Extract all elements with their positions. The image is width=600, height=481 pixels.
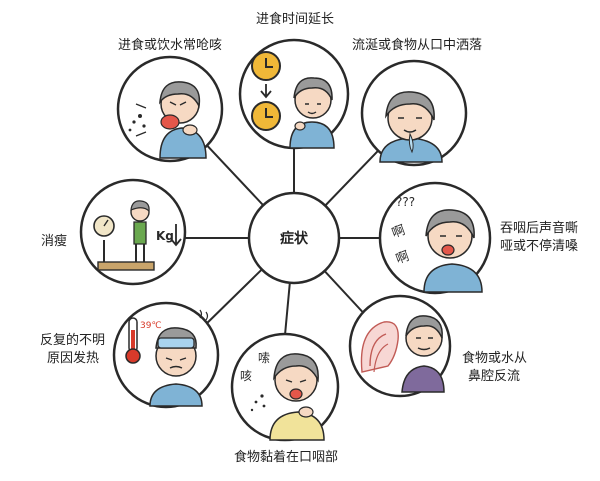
node-drooling — [360, 59, 468, 167]
heat-lines-icon — [199, 309, 209, 321]
question-marks-text: ??? — [396, 195, 415, 209]
label-recurrent-fever-line-1: 反复的不明 — [40, 333, 106, 348]
elderly-woman-hoarse-icon — [423, 209, 483, 293]
label-recurrent-fever-line-2: 原因发热 — [47, 351, 100, 366]
label-choking-cough: 进食或饮水常呛咳 — [118, 38, 223, 53]
cough-text-2: 嗦 — [258, 351, 270, 365]
node-weight-loss: Kg — [79, 178, 187, 286]
label-hoarse-voice-line-2: 哑或不停清嗓 — [500, 239, 579, 254]
center-label: 症状 — [280, 231, 308, 247]
elderly-woman-icon — [289, 77, 335, 149]
kg-label: Kg — [156, 229, 174, 243]
label-nasal-reflux-line-1: 食物或水从 — [462, 351, 528, 366]
elderly-woman-reflux-icon — [401, 315, 445, 393]
cough-text-1: 咳 — [240, 369, 252, 383]
label-hoarse-voice-line-1: 吞咽后声音嘶 — [500, 221, 579, 236]
ah-text-1: 啊 — [390, 223, 407, 242]
ah-text-2: 啊 — [394, 249, 411, 268]
spray-droplets-icon — [250, 394, 266, 412]
node-prolonged-eating — [238, 38, 350, 150]
label-weight-loss: 消瘦 — [41, 234, 68, 249]
clock-icon — [251, 51, 281, 81]
label-food-stuck: 食物黏着在口咽部 — [233, 450, 338, 465]
node-nasal-reflux — [348, 294, 452, 398]
thin-person-icon — [130, 200, 150, 262]
thermometer-icon — [125, 317, 141, 364]
center-hub — [247, 191, 341, 285]
label-nasal-reflux-line-2: 鼻腔反流 — [468, 369, 521, 384]
clock-icon — [251, 101, 281, 131]
spray-droplets-icon — [128, 103, 147, 137]
scale-icon — [93, 215, 155, 271]
node-hoarse-voice: ??? 啊 啊 — [378, 181, 492, 295]
elderly-woman-drooling-icon — [379, 91, 443, 163]
arrow-down-icon — [170, 224, 182, 247]
throat-anatomy-icon — [360, 321, 399, 373]
node-choking-cough — [116, 55, 224, 163]
elderly-woman-coughing-icon — [269, 353, 325, 441]
node-recurrent-fever: 39℃ — [112, 301, 220, 409]
label-drooling: 流涎或食物从口中洒落 — [352, 38, 483, 53]
label-prolonged-eating: 进食时间延长 — [255, 12, 334, 27]
sick-person-icon — [149, 327, 203, 407]
temperature-text: 39℃ — [140, 321, 162, 331]
elderly-woman-coughing-icon — [159, 81, 207, 159]
node-food-stuck: 咳 嗦 — [230, 332, 340, 442]
arrow-down-icon — [260, 84, 272, 99]
